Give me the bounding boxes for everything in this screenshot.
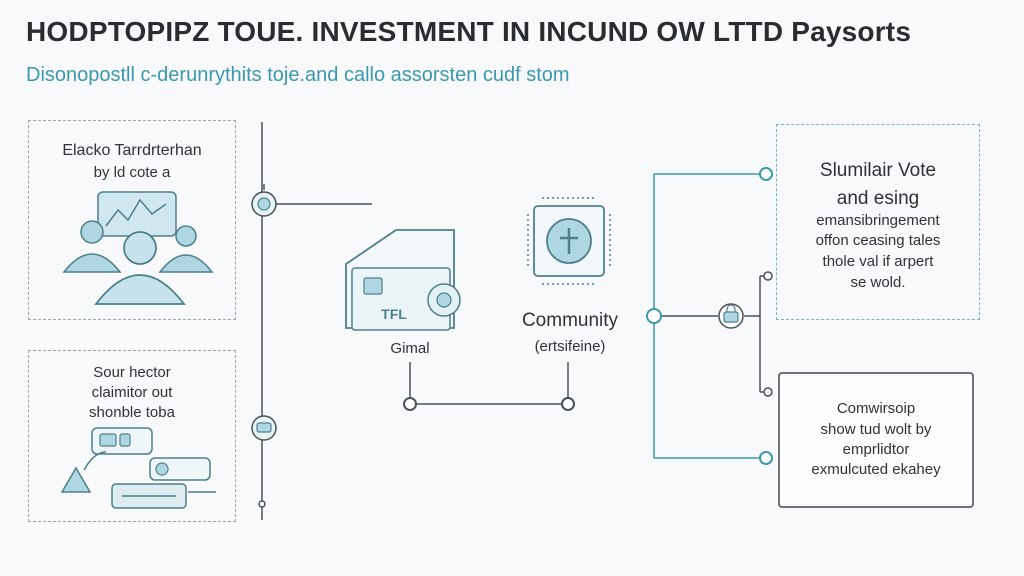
right-top-body-line1: emansibringement bbox=[816, 212, 940, 229]
right-top-body-line2: offon ceasing tales bbox=[815, 232, 941, 249]
right-top-title-line2: and esing bbox=[836, 188, 920, 209]
node-right-top bbox=[759, 167, 773, 181]
page-title: HODPTOPIPZ TOUE. INVESTMENT IN INCUND OW… bbox=[26, 16, 912, 47]
right-top-box bbox=[776, 124, 980, 320]
document-label: Gimal bbox=[390, 340, 430, 357]
document-folder-icon bbox=[345, 229, 461, 331]
document-tag: TFL bbox=[381, 306, 407, 322]
left-bottom-line3: shonble toba bbox=[89, 404, 175, 421]
node-right-bottom bbox=[759, 451, 773, 465]
lock-icon bbox=[718, 303, 744, 329]
card-icon bbox=[251, 415, 277, 441]
page-subtitle: Disonopostll c-derunrythits toje.and cal… bbox=[26, 64, 570, 86]
right-bottom-box bbox=[778, 372, 974, 508]
community-label: Community bbox=[521, 310, 619, 331]
left-bottom-box bbox=[28, 350, 236, 522]
devices-flow-icon bbox=[60, 427, 216, 509]
people-meeting-icon bbox=[62, 191, 214, 305]
coin-icon bbox=[251, 184, 277, 217]
right-top-title-line1: Slumilair Vote bbox=[819, 160, 937, 181]
shield-icon bbox=[527, 197, 611, 285]
right-bottom-title: Comwirsoip bbox=[836, 400, 916, 417]
left-top-box bbox=[28, 120, 236, 320]
right-top-body-line4: se wold. bbox=[850, 274, 906, 291]
node-doc bbox=[403, 397, 417, 411]
right-bottom-line3: exmulcuted ekahey bbox=[811, 461, 941, 478]
left-bottom-line1: Sour hector bbox=[93, 364, 171, 381]
right-bottom-line2: emprlidtor bbox=[842, 441, 910, 458]
left-top-subtitle: by ld cote a bbox=[93, 164, 171, 181]
node-trunk bbox=[646, 308, 662, 324]
right-bottom-line1: show tud wolt by bbox=[820, 421, 932, 438]
left-top-title: Elacko Tarrdrterhan bbox=[62, 142, 202, 159]
community-sublabel: (ertsifeine) bbox=[534, 338, 606, 355]
left-bottom-line2: claimitor out bbox=[91, 384, 173, 401]
right-top-body-line3: thole val if arpert bbox=[822, 253, 934, 270]
node-community bbox=[561, 397, 575, 411]
